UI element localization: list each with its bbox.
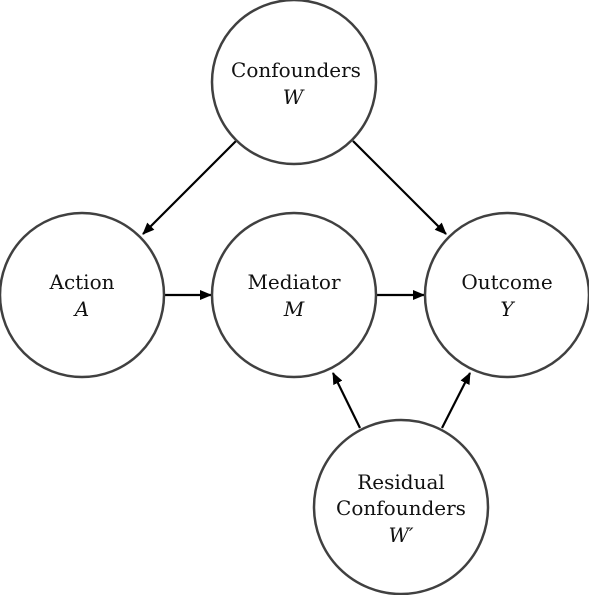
node-confounders-label: Confounders bbox=[231, 58, 361, 82]
node-mediator-circle bbox=[210, 211, 378, 379]
edge-residual-to-mediator bbox=[332, 372, 361, 429]
node-confounders-circle bbox=[210, 0, 378, 166]
node-outcome: Outcome Y bbox=[423, 211, 589, 379]
node-residual-label-line2: Confounders bbox=[336, 496, 466, 520]
node-outcome-circle bbox=[423, 211, 589, 379]
node-outcome-symbol: Y bbox=[500, 297, 515, 321]
node-mediator-symbol: M bbox=[283, 297, 305, 321]
node-confounders-symbol: W bbox=[283, 85, 305, 109]
node-action-circle bbox=[0, 211, 166, 379]
edge-residual-to-outcome bbox=[441, 372, 471, 429]
node-residual-confounders: Residual Confounders W′ bbox=[312, 418, 490, 595]
node-residual-circle bbox=[312, 418, 490, 595]
node-residual-symbol: W′ bbox=[388, 523, 414, 547]
node-outcome-label: Outcome bbox=[461, 270, 552, 294]
edge-confounders-to-action bbox=[142, 140, 237, 235]
node-action: Action A bbox=[0, 211, 166, 379]
edge-confounders-to-outcome bbox=[352, 140, 447, 235]
node-residual-label-line1: Residual bbox=[357, 470, 445, 494]
node-action-label: Action bbox=[49, 270, 115, 294]
node-mediator: Mediator M bbox=[210, 211, 378, 379]
node-mediator-label: Mediator bbox=[247, 270, 341, 294]
node-action-symbol: A bbox=[73, 297, 89, 321]
node-confounders: Confounders W bbox=[210, 0, 378, 166]
